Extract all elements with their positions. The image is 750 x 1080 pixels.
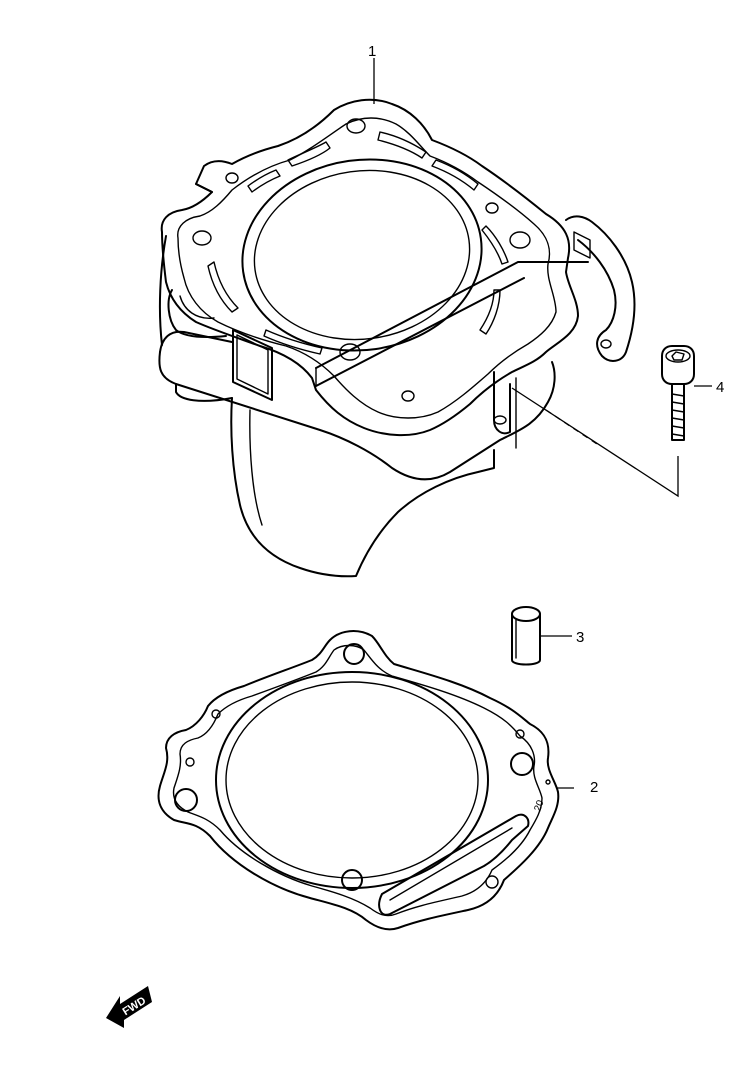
dowel-pin-part	[511, 606, 541, 666]
gasket-part: 20	[157, 630, 560, 931]
callout-2: 2	[590, 779, 598, 796]
bolt-part	[661, 345, 695, 441]
callout-4: 4	[716, 379, 724, 396]
gasket-marking: 20	[532, 798, 546, 813]
callout-3: 3	[576, 629, 584, 646]
fwd-arrow-icon: FWD	[106, 986, 152, 1028]
cylinder-part	[158, 98, 636, 578]
callout-1: 1	[368, 43, 376, 60]
